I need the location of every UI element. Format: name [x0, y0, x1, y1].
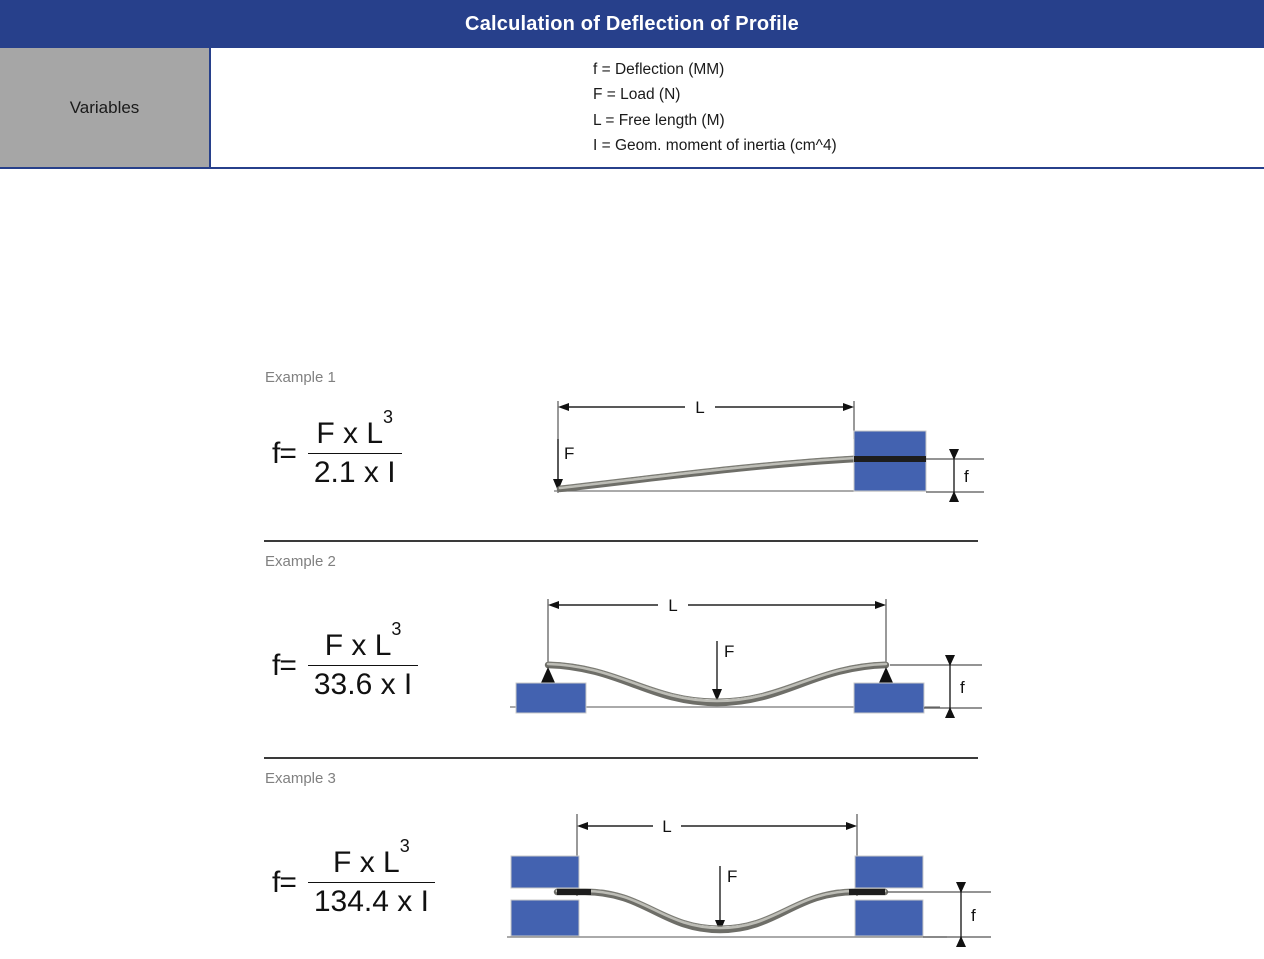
example-1-length-label: L [695, 398, 704, 417]
example-3-numerator: F x L3 [327, 837, 416, 882]
example-1-caption: Example 1 [265, 369, 336, 386]
example-2-fraction: F x L3 33.6 x I [307, 620, 419, 703]
example-3-divider [264, 757, 978, 759]
example-3-clamp-right-lower [854, 899, 924, 937]
example-2-support-block-left [515, 682, 587, 714]
example-1-diagram: L F [540, 387, 1000, 517]
example-3-numerator-exponent: 3 [399, 836, 410, 856]
example-1-clamp-block [853, 430, 927, 492]
example-1-length-dimension: L [557, 398, 855, 493]
example-3-length-dimension: L [576, 814, 858, 896]
variable-definition-L: L = Free length (M) [593, 111, 725, 129]
example-2-numerator: F x L3 [319, 620, 408, 665]
example-1-fraction-bar [307, 452, 402, 454]
example-2-diagram: L F [500, 589, 1000, 729]
example-2-numerator-exponent: 3 [391, 619, 402, 639]
example-3-clamp-left-lower [510, 899, 580, 937]
page-title: Calculation of Deflection of Profile [465, 12, 799, 35]
variable-definition-I: I = Geom. moment of inertia (cm^4) [593, 137, 837, 154]
example-3-caption: Example 3 [265, 770, 336, 787]
example-1-load-arrow: F [553, 439, 574, 491]
example-1-denominator: 2.1 x I [313, 455, 396, 489]
example-3-clamp-left-upper [510, 855, 580, 889]
example-1-beam [556, 455, 860, 493]
example-1-load-label: F [564, 444, 574, 463]
example-1-fraction: F x L3 2.1 x I [307, 408, 402, 491]
example-2-divider [264, 540, 978, 542]
variable-definition-f: f = Deflection (MM) [593, 60, 725, 78]
example-1-deflection-dimension: f [926, 449, 984, 502]
pivot-triangle-left [540, 667, 556, 685]
example-3-deflection-label: f [971, 906, 976, 925]
example-2-length-label: L [668, 596, 677, 615]
example-2-support-block-right [853, 682, 925, 714]
example-1-formula: f= F x L3 2.1 x I [272, 408, 402, 491]
variables-label-cell: Variables [0, 48, 211, 167]
example-2-beam [544, 661, 890, 707]
example-1-deflection-label: f [964, 467, 969, 486]
variables-label: Variables [69, 97, 140, 117]
example-3-length-label: L [662, 817, 671, 836]
example-1-numerator-base: F x L [316, 417, 384, 450]
example-2-denominator: 33.6 x I [313, 667, 413, 701]
example-2-numerator-base: F x L [324, 629, 392, 662]
example-3-diagram: L F [495, 804, 1015, 959]
pivot-triangle-right [878, 667, 894, 685]
example-3-clamp-left [510, 855, 580, 937]
variables-definition-list: f = Deflection (MM) F = Load (N) L = Fre… [211, 48, 1264, 167]
example-2-load-label: F [724, 642, 734, 661]
example-2-fraction-bar [307, 664, 419, 666]
example-3-clamp-right-upper [854, 855, 924, 889]
example-2-formula: f= F x L3 33.6 x I [272, 620, 419, 703]
variable-definition-F: F = Load (N) [593, 86, 681, 103]
example-2-length-dimension: L [547, 596, 887, 667]
example-1-formula-lhs: f= [272, 436, 297, 470]
example-3-load-label: F [727, 867, 737, 886]
variables-row: Variables f = Deflection (MM) F = Load (… [0, 48, 1264, 169]
title-bar: Calculation of Deflection of Profile [0, 0, 1264, 48]
example-2-support-left [515, 667, 587, 714]
example-2-caption: Example 2 [265, 553, 336, 570]
example-1-numerator-exponent: 3 [383, 407, 394, 427]
example-2-load-arrow: F [712, 641, 734, 701]
example-3-load-arrow: F [715, 866, 737, 932]
example-3-formula: f= F x L3 134.4 x I [272, 837, 435, 920]
example-1-numerator: F x L3 [310, 408, 399, 453]
example-3-clamp-right [854, 855, 924, 937]
example-3-numerator-base: F x L [333, 846, 400, 879]
example-2-deflection-label: f [960, 678, 965, 697]
example-3-formula-lhs: f= [272, 865, 297, 899]
example-2-support-right [853, 667, 925, 714]
example-3-denominator: 134.4 x I [313, 884, 429, 918]
example-3-fraction: F x L3 134.4 x I [307, 837, 435, 920]
example-2-formula-lhs: f= [272, 648, 297, 682]
example-2-deflection-dimension: f [890, 655, 982, 718]
